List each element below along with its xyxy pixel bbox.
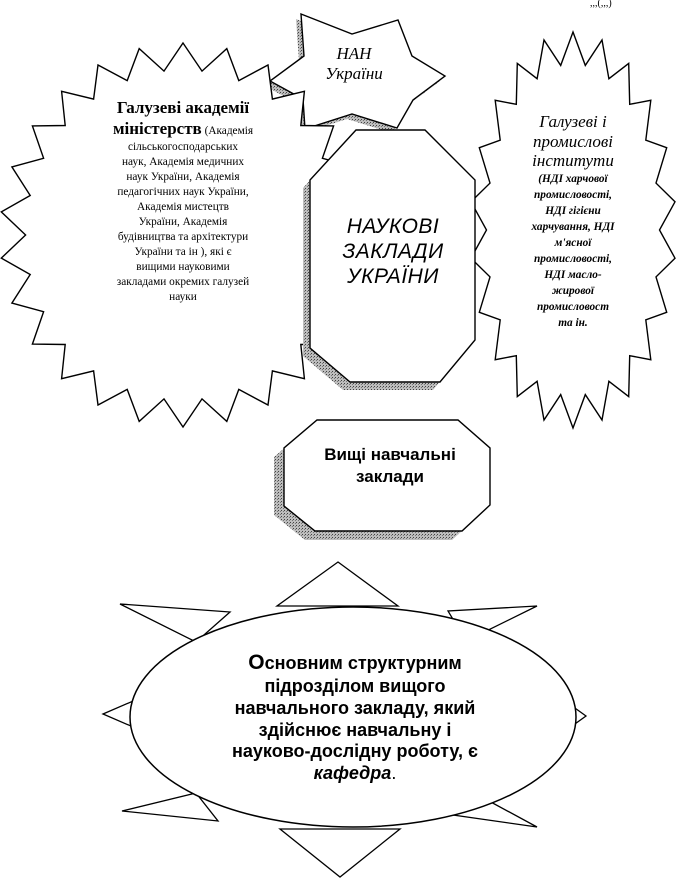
left-title-line2: міністерств xyxy=(112,119,202,139)
left-paren-open: (Академія xyxy=(204,125,254,138)
center-line3: УКРАЇНИ xyxy=(347,265,439,289)
sun-ray-top xyxy=(274,561,400,607)
right-institutes-text: Галузеві і промислові інститути (НДІ хар… xyxy=(504,112,642,331)
vnz-line2: заклади xyxy=(356,467,424,487)
sun-line4: здійснює навчальну і xyxy=(258,719,452,740)
left-spiky-oval xyxy=(0,41,366,429)
left-line-3: педагогічних наук України, xyxy=(117,186,249,199)
sun-text: Основним структурним підрозділом вищого … xyxy=(180,650,530,785)
right-line-4: м'ясної xyxy=(554,236,592,249)
sun-line1-rest: сновним структурним xyxy=(264,653,462,673)
left-line-2: наук України, Академія xyxy=(126,171,240,184)
sun-lead-letter: О xyxy=(248,651,265,674)
center-line1: НАУКОВІ xyxy=(346,215,440,238)
left-line-5: України, Академія xyxy=(138,216,228,229)
left-line-4: Академія мистецтв xyxy=(136,201,230,214)
right-title-1: промислові xyxy=(533,131,613,151)
left-line-8: вищими науковими xyxy=(136,260,230,273)
vnz-label: Вищі навчальні заклади xyxy=(300,444,480,488)
left-line-9: закладами окремих галузей xyxy=(116,275,250,288)
left-academies-text: Галузеві академії міністерств (Академія … xyxy=(78,98,288,304)
right-spiky-oval xyxy=(470,29,676,431)
left-line-6: будівництва та архітектури xyxy=(117,230,249,243)
center-line2: ЗАКЛАДИ xyxy=(342,240,444,264)
vnz-octagon xyxy=(283,419,491,532)
nan-label: НАН України xyxy=(318,44,390,83)
right-title-2: інститути xyxy=(532,151,614,171)
left-line-7: України та ін ), які є xyxy=(134,245,232,258)
sun-line3: навчального закладу, який xyxy=(234,697,476,718)
right-line-8: промисловост xyxy=(537,300,609,313)
right-line-1: промисловості, xyxy=(534,188,612,201)
right-line-5: промисловості, xyxy=(534,252,612,265)
right-title-0: Галузеві і xyxy=(539,112,607,131)
left-line-1: наук, Академія медичних xyxy=(121,156,245,169)
sun-line5: науково-дослідну роботу, є xyxy=(232,741,478,762)
sun-ray-bottom-left xyxy=(121,792,220,822)
sun-line2: підрозділом вищого xyxy=(264,675,446,696)
sun-ray-bottom xyxy=(278,828,402,878)
left-title-line1: Галузеві академії xyxy=(116,98,250,117)
right-line-3: харчування, НДІ xyxy=(531,220,615,233)
right-line-9: та ін. xyxy=(558,316,588,329)
sun-period: . xyxy=(391,763,397,784)
nan-line1: НАН xyxy=(336,44,372,63)
sun-ellipse xyxy=(129,606,577,828)
sun-emph: кафедра xyxy=(313,763,392,784)
left-line-0: сільськогосподарських xyxy=(127,141,239,154)
nan-line2: України xyxy=(325,63,383,83)
right-line-6: НДІ масло- xyxy=(544,268,602,281)
center-label: НАУКОВІ ЗАКЛАДИ УКРАЇНИ xyxy=(318,214,468,290)
right-line-7: жирової xyxy=(551,284,595,297)
left-line-10: науки xyxy=(169,290,197,303)
sun-ray-top-left xyxy=(119,603,232,643)
right-line-0: (НДІ харчової xyxy=(538,172,608,185)
right-line-2: НДІ гігієни xyxy=(545,204,601,217)
vnz-line1: Вищі навчальні xyxy=(324,445,456,464)
header-fragment: ,,,(,,,) xyxy=(590,0,612,9)
center-octagon xyxy=(309,129,476,383)
